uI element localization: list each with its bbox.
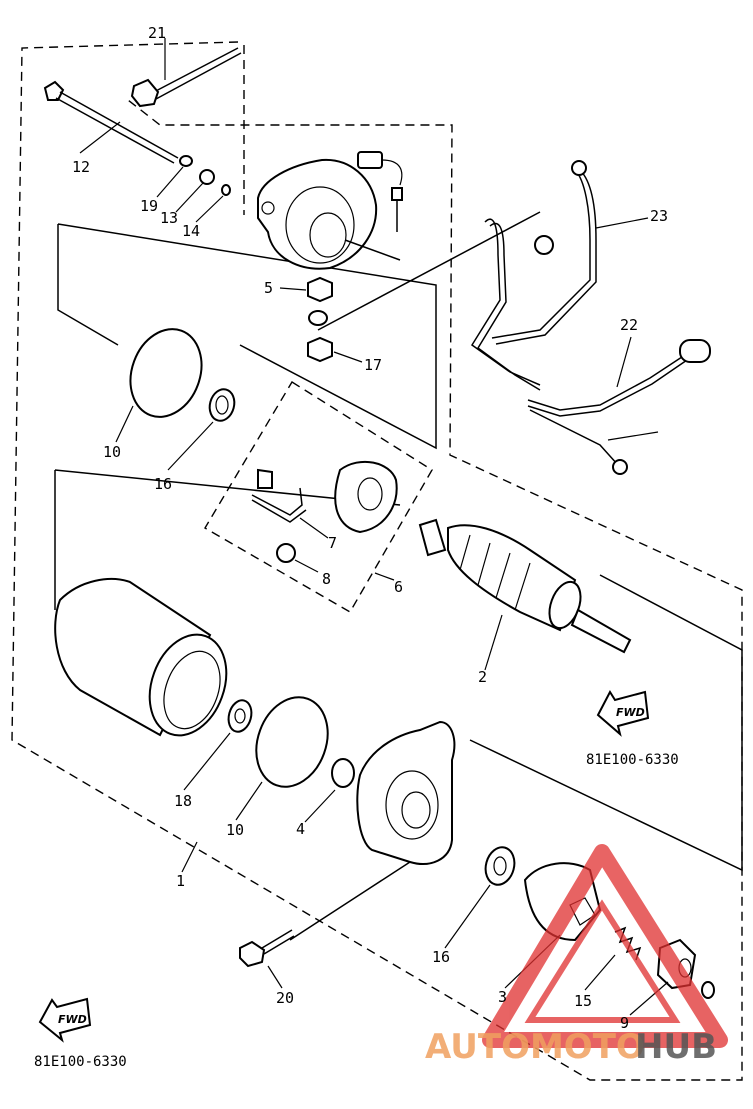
- callout-3: 3: [498, 988, 507, 1006]
- spring-8: [276, 543, 319, 573]
- fwd-label-left: FWD: [58, 1013, 87, 1026]
- fwd-label-right: FWD: [616, 706, 645, 719]
- callout-10-upper: 10: [103, 443, 121, 461]
- watermark-logo: [482, 844, 728, 1048]
- seal-16-lower: [484, 846, 516, 886]
- part-code-right: 81E100-6330: [586, 752, 679, 768]
- plane-upper: [57, 223, 437, 450]
- armature-2: [418, 518, 632, 671]
- assembly-boundary: [11, 41, 743, 1081]
- cable-22: [527, 336, 711, 475]
- rear-cover: [257, 158, 401, 270]
- yoke-1: [54, 578, 228, 737]
- oring-10-upper: [129, 328, 203, 418]
- callout-16-lower: 16: [432, 948, 450, 966]
- bearing-4: [331, 758, 355, 788]
- callout-13: 13: [160, 209, 178, 227]
- callout-23: 23: [650, 207, 668, 225]
- fwd-arrow-left: FWD: [38, 997, 92, 1043]
- nut-17: [307, 336, 333, 363]
- oring-small: [701, 981, 715, 999]
- callout-16-upper: 16: [154, 475, 172, 493]
- bolt-21: [130, 38, 242, 108]
- brush-holder-boundary: [204, 381, 433, 613]
- oring-14: [221, 184, 231, 196]
- callout-19: 19: [140, 197, 158, 215]
- callout-10-lower: 10: [226, 821, 244, 839]
- seal-16-upper: [208, 388, 236, 422]
- part-code-left: 81E100-6330: [34, 1054, 127, 1070]
- callout-21: 21: [148, 24, 166, 42]
- brush-7: [251, 468, 329, 539]
- callout-15: 15: [574, 992, 592, 1010]
- watermark-text-hub: HUB: [635, 1027, 717, 1067]
- spring-15: [614, 926, 642, 961]
- front-cover: [289, 720, 456, 941]
- callout-6: 6: [394, 578, 403, 596]
- callout-7: 7: [328, 534, 337, 552]
- callout-8: 8: [322, 570, 331, 588]
- bolt-12: [43, 80, 179, 164]
- callout-17: 17: [364, 356, 382, 374]
- nut-5: [307, 276, 333, 303]
- callout-4: 4: [296, 820, 305, 838]
- washer-stack: [308, 310, 328, 326]
- callout-14: 14: [182, 222, 200, 240]
- callout-2: 2: [478, 668, 487, 686]
- washer-19: [179, 155, 193, 167]
- callout-22: 22: [620, 316, 638, 334]
- washer-13: [199, 169, 215, 185]
- callout-20: 20: [276, 989, 294, 1007]
- callout-9: 9: [620, 1014, 629, 1032]
- cable-23: [470, 160, 649, 391]
- callout-1: 1: [176, 872, 185, 890]
- bolt-20: [239, 929, 295, 989]
- oring-10-lower: [255, 696, 329, 788]
- fwd-arrow-right: FWD: [596, 689, 650, 737]
- callout-18: 18: [174, 792, 192, 810]
- callout-12: 12: [72, 158, 90, 176]
- brush-plate: [334, 460, 398, 534]
- callout-5: 5: [264, 279, 273, 297]
- watermark-text-auto: AUTOMOTO: [425, 1027, 645, 1067]
- terminal-connector: [357, 151, 403, 232]
- washer-18: [227, 699, 253, 733]
